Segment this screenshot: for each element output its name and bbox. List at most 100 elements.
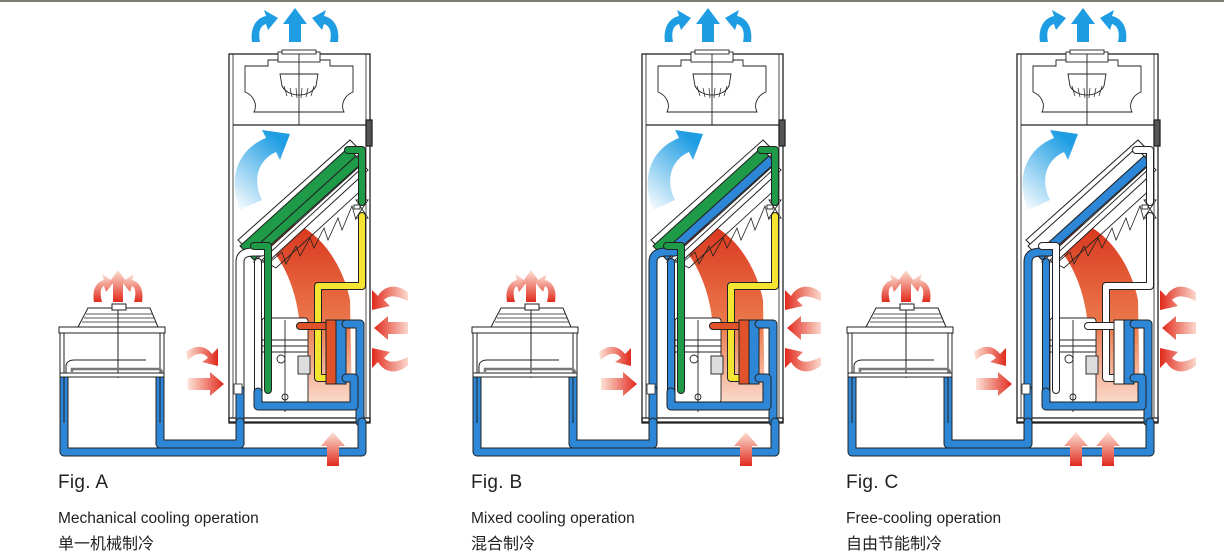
discharge-air-arrows	[664, 8, 752, 42]
air-arrow-right-icon	[312, 10, 339, 42]
refrigerant-suction-line	[664, 243, 684, 393]
air-arrow-right-icon	[725, 10, 752, 42]
plate-heat-exchanger-refrigerant-side	[325, 319, 337, 385]
floor-air-inlet-arrow-icon	[1096, 432, 1120, 466]
refrigerant-liquid-line	[315, 213, 365, 381]
outdoor-dry-cooler	[471, 270, 637, 423]
figure-panel-a: Fig. A Mechanical cooling operation 单一机械…	[0, 0, 408, 555]
figure-panel-b: Fig. B Mixed cooling operation 混合制冷	[413, 0, 821, 555]
refrigerant-liquid-line	[1103, 213, 1153, 381]
compressor	[261, 317, 311, 412]
warm-air-arrow-icon	[787, 316, 821, 340]
dry-cooler-exhaust-arrows	[93, 270, 143, 302]
warm-air-arrow-icon	[601, 372, 637, 396]
air-arrow-up-icon	[283, 8, 307, 42]
warm-air-arrow-icon	[186, 346, 218, 366]
hot-air-arrow-right-icon	[535, 274, 556, 302]
dry-cooler-exhaust-arrows	[506, 270, 556, 302]
floor-air-inlet-arrow-icon	[734, 432, 758, 466]
warm-air-arrow-icon	[188, 372, 224, 396]
discharge-air-arrows	[1039, 8, 1127, 42]
hot-air-arrow-left-icon	[506, 274, 527, 302]
plate-heat-exchanger-refrigerant-side	[1113, 319, 1125, 385]
operation-mode-en: Mixed cooling operation	[471, 510, 635, 527]
air-arrow-up-icon	[1071, 8, 1095, 42]
inlet-air-arrows-right	[372, 286, 408, 372]
hot-air-arrow-up-icon	[108, 270, 128, 302]
refrigerant-suction-line	[251, 243, 271, 393]
cooling-unit-diagram	[846, 8, 1196, 466]
refrigerant-gas-line	[758, 147, 778, 205]
plate-heat-exchanger-water-side	[1123, 319, 1135, 385]
air-arrow-right-icon	[1100, 10, 1127, 42]
three-way-valve-icon	[1021, 383, 1031, 395]
figure-label: Fig. B	[471, 472, 523, 493]
plate-heat-exchanger-refrigerant-side	[738, 319, 750, 385]
cooling-unit-diagram	[471, 8, 821, 466]
inlet-air-arrows-right	[1160, 286, 1196, 372]
plate-heat-exchanger-water-side	[335, 319, 347, 385]
dry-cooler-exhaust-arrows	[881, 270, 931, 302]
warm-air-arrow-icon	[1160, 286, 1196, 310]
bottom-inlet-arrows	[1064, 432, 1120, 466]
water-return-pipe	[254, 374, 358, 410]
refrigerant-suction-line	[1039, 243, 1059, 393]
warm-air-arrow-icon	[974, 346, 1006, 366]
discharge-air-arrows	[251, 8, 339, 42]
cool-air-arrow	[1022, 130, 1078, 210]
compressor	[1049, 317, 1099, 412]
warm-air-arrow-icon	[1160, 348, 1196, 372]
fan-assembly	[1032, 49, 1142, 125]
warm-air-arrow-icon	[976, 372, 1012, 396]
floor-air-inlet-arrow-icon	[321, 432, 345, 466]
operation-mode-zh: 自由节能制冷	[846, 534, 943, 553]
hot-air-arrow-up-icon	[521, 270, 541, 302]
dry-cooler-inlet-arrows	[186, 346, 224, 396]
warm-air-arrow-icon	[1162, 316, 1196, 340]
water-return-pipe	[667, 374, 771, 410]
warm-air-arrow-icon	[599, 346, 631, 366]
hot-air-arrow-left-icon	[881, 274, 902, 302]
dry-cooler-inlet-arrows	[974, 346, 1012, 396]
dry-cooler-inlet-arrows	[599, 346, 637, 396]
three-way-valve-icon	[233, 383, 243, 395]
operation-mode-en: Mechanical cooling operation	[58, 510, 259, 527]
hot-air-arrow-left-icon	[93, 274, 114, 302]
cooling-coil	[237, 139, 369, 269]
cooling-unit-diagram	[58, 8, 408, 466]
operation-mode-zh: 混合制冷	[471, 534, 536, 553]
bottom-inlet-arrows	[321, 432, 345, 466]
outdoor-dry-cooler	[846, 270, 1012, 423]
water-riser-pipe	[1024, 248, 1054, 394]
refrigerant-gas-line	[1133, 147, 1153, 205]
warm-air-arrow-icon	[785, 286, 821, 310]
warm-air-arrow-icon	[372, 348, 408, 372]
warm-air-arrow-icon	[372, 286, 408, 310]
figure-label: Fig. C	[846, 472, 899, 493]
warm-air-arrow-icon	[785, 348, 821, 372]
bottom-inlet-arrows	[734, 432, 758, 466]
hot-air-arrow-right-icon	[122, 274, 143, 302]
figure-label: Fig. A	[58, 472, 109, 493]
operation-mode-en: Free-cooling operation	[846, 510, 1002, 527]
air-arrow-left-icon	[251, 10, 278, 42]
three-way-valve-icon	[646, 383, 656, 395]
pipework	[59, 146, 367, 457]
refrigerant-liquid-line	[728, 213, 778, 381]
fan-assembly	[244, 49, 354, 125]
figure-panel-c: Fig. C Free-cooling operation 自由节能制冷	[788, 0, 1196, 555]
water-supply-pipe	[755, 320, 777, 426]
cool-air-arrow	[647, 130, 703, 210]
top-border	[0, 0, 1224, 2]
water-supply-pipe	[342, 320, 364, 426]
fan-assembly	[657, 49, 767, 125]
floor-air-inlet-arrow-icon	[1064, 432, 1088, 466]
indoor-unit-cabinet	[1016, 53, 1161, 424]
cool-air-arrow	[234, 130, 290, 210]
operation-mode-zh: 单一机械制冷	[58, 534, 155, 553]
air-arrow-up-icon	[696, 8, 720, 42]
air-arrow-left-icon	[664, 10, 691, 42]
cooling-coil	[1025, 139, 1157, 269]
pipework	[472, 146, 780, 457]
water-supply-pipe	[1130, 320, 1152, 426]
